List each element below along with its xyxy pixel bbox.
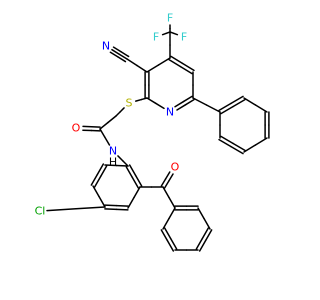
atom-label-f1: F: [153, 31, 159, 44]
bond-bz3-bz2: [166, 239, 175, 252]
atom-label-s: S: [126, 97, 133, 110]
bond-ph5-ph6: [220, 135, 234, 145]
bond-p6-ph1: [205, 104, 221, 113]
bond-p2-s: [140, 97, 148, 101]
bond-bz6-bz5: [203, 217, 211, 230]
atom-label-n-nitrile: N: [102, 40, 110, 53]
bond-ph5-ph6: [218, 138, 232, 148]
bond-n_py-p6: [182, 95, 193, 103]
bond-ph2-ph3: [254, 104, 268, 113]
bond-p5-p4: [170, 55, 184, 65]
bond-bz5-bz4: [198, 239, 207, 252]
bond-ar6-ar1: [104, 164, 118, 167]
bond-ar2-ar3: [127, 196, 135, 209]
bond-n_py-p6: [184, 98, 195, 106]
bond-p3-c_cn: [136, 64, 148, 73]
bond-bz3-bz2: [163, 227, 172, 240]
bond-n_py-p6: [174, 100, 185, 108]
bond-ar5-ar6: [99, 165, 108, 178]
bond-ph5-ph6: [230, 145, 244, 155]
bond-c_cn-n_nitrile: [111, 48, 121, 56]
bond-ch2-c_amide: [99, 121, 109, 130]
bond-ar1-ar2: [131, 176, 140, 189]
bond-c_ket-bz1: [168, 196, 176, 209]
atom-label-nh: N: [109, 145, 117, 158]
atom-label-o-amide: O: [72, 122, 81, 135]
bond-p4-p3: [157, 57, 171, 66]
bond-c_amide-nh: [99, 128, 106, 138]
bond-ph2-ph3: [243, 97, 257, 106]
bond-bz5-bz4: [195, 237, 204, 250]
bond-c_cn-n_nitrile: [112, 46, 122, 53]
bond-ar3-ar4: [104, 204, 118, 207]
bond-c_amide-nh: [103, 136, 111, 146]
atom-label-cl: Cl: [35, 205, 46, 218]
bond-nh-ar1: [117, 155, 124, 162]
bond-p2-n_py: [154, 102, 165, 110]
bond-ar1-ar2: [128, 164, 137, 177]
bond-ar4-ar5: [92, 185, 100, 198]
bond-s-ch2: [119, 107, 125, 113]
bond-ar1-ar2: [125, 166, 134, 179]
bond-ar3-ar4: [115, 208, 129, 211]
bond-bz6-bz5: [197, 207, 205, 220]
bond-ar3-ar4: [115, 204, 129, 207]
bond-p2-n_py: [146, 97, 157, 104]
atom-label-o-ketone: O: [171, 161, 180, 174]
bond-c_ket-o_ketone: [163, 180, 170, 189]
bond-ar6-ar1: [115, 164, 129, 167]
bond-c_ket-bz1: [162, 186, 170, 199]
bond-ch2-c_amide: [107, 115, 117, 124]
bond-bz2-bz1: [162, 217, 170, 230]
bond-c_cn-n_nitrile: [120, 51, 130, 58]
atom-label-f3: F: [181, 31, 187, 44]
bond-cf3-f3: [172, 32, 179, 36]
bond-ar5-ar6: [93, 175, 102, 188]
bond-p5-p4: [168, 58, 182, 68]
bond-ar5-ar6: [96, 163, 105, 176]
bond-ar4-cl: [75, 206, 106, 210]
bond-bz5-bz4: [201, 227, 210, 240]
bond-p4-p3: [146, 64, 160, 73]
atom-label-h: H: [109, 156, 117, 169]
bond-ar5-ar6: [90, 173, 99, 186]
bond-c_cn-n_nitrile: [118, 53, 128, 60]
bond-ar1-ar2: [134, 174, 143, 187]
atom-label-f2: F: [167, 12, 173, 25]
bond-bz5-bz4: [204, 229, 213, 242]
bond-ph4-ph5: [243, 144, 257, 153]
bond-p5-p4: [179, 65, 193, 75]
bond-c_cn-n_nitrile: [117, 56, 127, 63]
bond-c_cn-n_nitrile: [109, 51, 119, 58]
bond-ph1-ph2: [220, 105, 234, 115]
bond-p5-p4: [181, 62, 195, 72]
bond-cf3-f1: [161, 32, 168, 36]
bond-bz3-bz2: [169, 237, 178, 250]
bond-p2-s: [134, 98, 143, 102]
bond-bz3-bz2: [160, 229, 169, 242]
bond-ph1-ph2: [230, 95, 244, 105]
bond-ph1-ph2: [232, 98, 246, 108]
bond-ar2-ar3: [133, 186, 141, 199]
bond-n_py-p6: [176, 104, 187, 111]
atom-label-n-py: N: [166, 106, 174, 119]
bond-ph5-ph6: [232, 142, 246, 152]
bond-p6-ph1: [192, 97, 208, 106]
bond-p3-c_cn: [126, 58, 138, 67]
bond-ar3-ar4: [104, 208, 118, 211]
bond-c_ket-o_ketone: [168, 173, 174, 182]
bond-nh-ar1: [122, 160, 129, 167]
bond-ph1-ph2: [218, 102, 232, 112]
bond-ar4-ar5: [98, 195, 106, 208]
bond-bz2-bz1: [168, 207, 176, 220]
bond-s-ch2: [115, 111, 121, 117]
bond-c_ket-o_ketone: [164, 171, 171, 180]
bonds: [46, 24, 270, 252]
bond-c_ket-o_ketone: [160, 178, 167, 187]
bond-ar4-cl: [46, 208, 77, 212]
bond-ph4-ph5: [254, 137, 268, 146]
